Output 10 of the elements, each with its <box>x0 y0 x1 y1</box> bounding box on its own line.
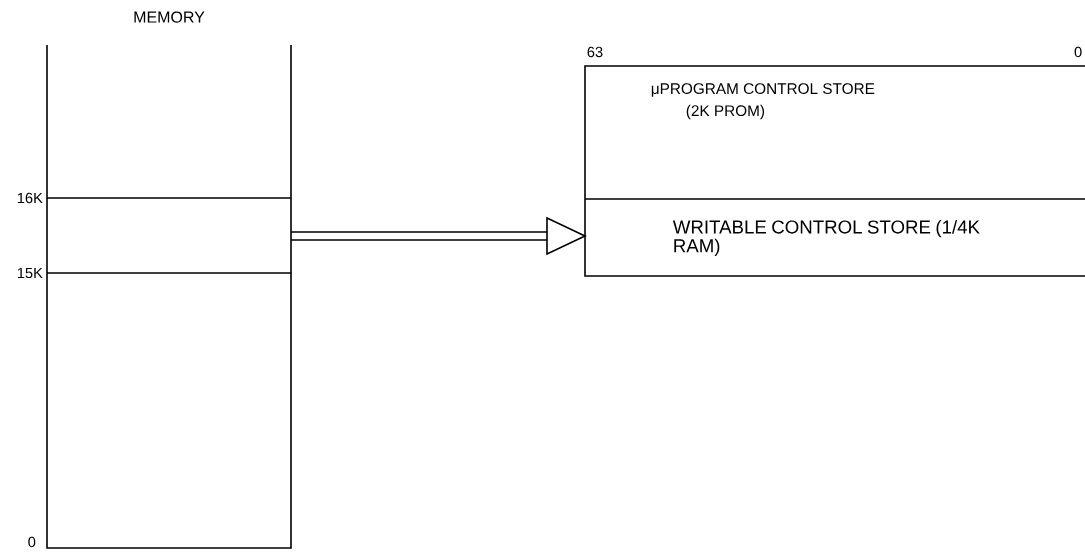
control-store-section: WRITABLE CONTROL STORE (1/4K RAM) <box>584 198 1085 277</box>
control-store-section: μPROGRAM CONTROL STORE (2K PROM) <box>584 65 1085 200</box>
hollow-arrow <box>290 217 587 255</box>
bit-label: 63 <box>587 46 603 58</box>
address-label: 0 <box>28 536 36 548</box>
memory-column: MEMORY <box>46 11 292 549</box>
address-label: 15K <box>17 267 43 279</box>
memory-band <box>46 197 292 274</box>
bit-label: 0 <box>1074 46 1082 58</box>
address-label: 16K <box>17 192 43 204</box>
